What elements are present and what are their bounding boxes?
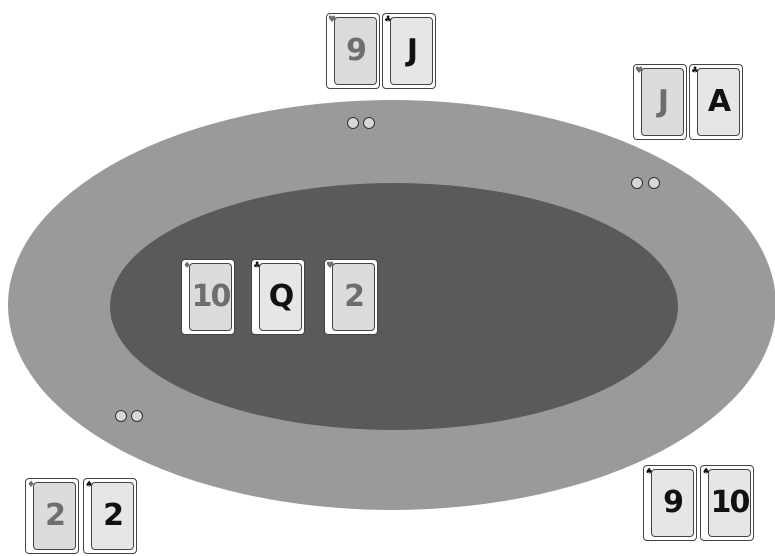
top-right-player-card-2: ♣ A (689, 64, 743, 140)
suit-icon: ♣ (384, 15, 393, 25)
bottom-right-player-card-2: ♠ 10 (700, 465, 754, 541)
card-rank: 2 (103, 498, 124, 533)
card-rank: Q (268, 279, 294, 314)
suit-icon: ♣ (691, 66, 700, 76)
suit-icon: ♦ (183, 261, 192, 271)
chip-icon (363, 117, 375, 129)
suit-icon: ♠ (85, 480, 94, 490)
card-rank: 10 (191, 279, 232, 314)
suit-icon: ♠ (645, 467, 654, 477)
chip-icon (648, 177, 660, 189)
suit-icon: ♥ (635, 66, 644, 76)
card-rank: 2 (45, 498, 66, 533)
suit-icon: ♥ (326, 261, 335, 271)
card-rank: 10 (710, 485, 751, 520)
suit-icon: ♦ (27, 480, 36, 490)
card-rank: 9 (346, 33, 367, 68)
bottom-left-player-card-2: ♠ 2 (83, 478, 137, 554)
card-rank: A (707, 84, 731, 119)
chip-icon (631, 177, 643, 189)
suit-icon: ♣ (253, 261, 262, 271)
bottom-right-player-card-1: ♠ 9 (643, 465, 697, 541)
top-player-card-2: ♣ J (382, 13, 436, 89)
bottom-left-player-card-1: ♦ 2 (25, 478, 79, 554)
card-rank: J (657, 84, 669, 119)
suit-icon: ♠ (702, 467, 711, 477)
top-player-card-1: ♥ 9 (326, 13, 380, 89)
board-card-1: ♦ 10 (181, 259, 235, 335)
card-rank: 2 (344, 279, 365, 314)
chip-icon (347, 117, 359, 129)
board-card-3: ♥ 2 (324, 259, 378, 335)
chip-icon (131, 410, 143, 422)
card-rank: J (406, 33, 418, 68)
suit-icon: ♥ (328, 15, 337, 25)
card-rank: 9 (663, 485, 684, 520)
top-right-player-card-1: ♥ J (633, 64, 687, 140)
board-card-2: ♣ Q (251, 259, 305, 335)
chip-icon (115, 410, 127, 422)
